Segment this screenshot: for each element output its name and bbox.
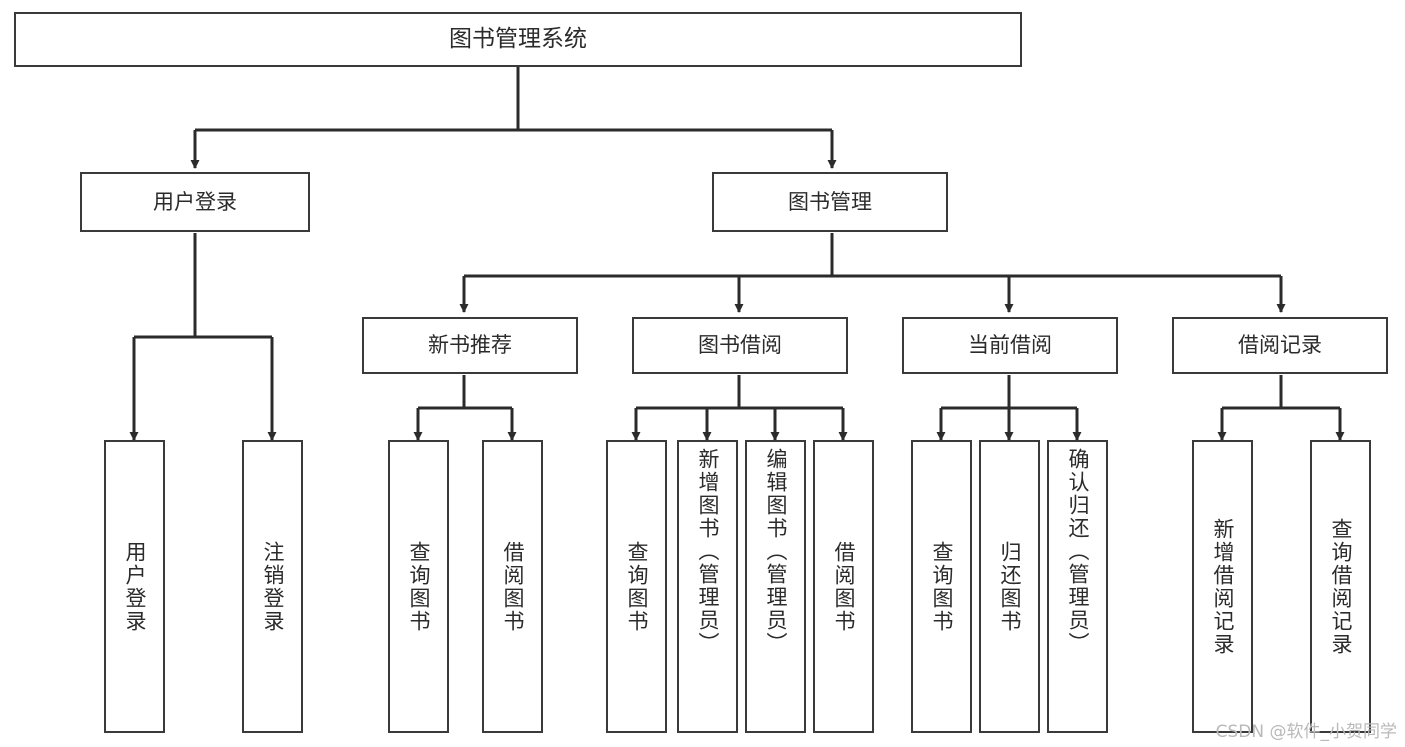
node-leaf-logout-label: 注销登录 bbox=[261, 540, 285, 633]
node-leaf-edit-book[interactable]: 编辑图书（管理员） bbox=[745, 440, 806, 733]
node-leaf-query-book-1[interactable]: 查询图书 bbox=[388, 440, 449, 733]
node-root-system-label: 图书管理系统 bbox=[449, 26, 587, 53]
node-new-book-recommend[interactable]: 新书推荐 bbox=[362, 317, 578, 374]
node-borrow-record[interactable]: 借阅记录 bbox=[1172, 317, 1388, 374]
node-leaf-logout[interactable]: 注销登录 bbox=[242, 440, 303, 733]
node-leaf-query-book-1-label: 查询图书 bbox=[407, 540, 431, 633]
node-leaf-borrow-book-2[interactable]: 借阅图书 bbox=[813, 440, 874, 733]
node-user-login-label: 用户登录 bbox=[153, 189, 237, 214]
node-leaf-user-login[interactable]: 用户登录 bbox=[104, 440, 165, 733]
node-leaf-query-book-3-label: 查询图书 bbox=[930, 540, 954, 633]
csdn-watermark: CSDN @软件_小贺同学 bbox=[1215, 722, 1397, 742]
node-leaf-borrow-book-1[interactable]: 借阅图书 bbox=[482, 440, 543, 733]
node-leaf-query-book-3[interactable]: 查询图书 bbox=[911, 440, 972, 733]
node-leaf-query-record[interactable]: 查询借阅记录 bbox=[1310, 440, 1371, 733]
node-leaf-add-book-label: 新增图书（管理员） bbox=[696, 448, 720, 655]
node-current-borrow-label: 当前借阅 bbox=[968, 333, 1052, 358]
node-leaf-add-record[interactable]: 新增借阅记录 bbox=[1192, 440, 1253, 733]
node-root-system[interactable]: 图书管理系统 bbox=[14, 12, 1022, 67]
node-leaf-query-record-label: 查询借阅记录 bbox=[1329, 517, 1353, 656]
node-current-borrow[interactable]: 当前借阅 bbox=[902, 317, 1118, 374]
node-book-management[interactable]: 图书管理 bbox=[712, 172, 948, 232]
node-leaf-edit-book-label: 编辑图书（管理员） bbox=[764, 448, 788, 655]
node-new-book-recommend-label: 新书推荐 bbox=[428, 333, 512, 358]
node-leaf-return-book-label: 归还图书 bbox=[998, 540, 1022, 633]
node-book-borrow-label: 图书借阅 bbox=[698, 333, 782, 358]
node-leaf-add-record-label: 新增借阅记录 bbox=[1211, 517, 1235, 656]
node-leaf-confirm-return-label: 确认归还（管理员） bbox=[1066, 448, 1090, 655]
node-borrow-record-label: 借阅记录 bbox=[1238, 333, 1322, 358]
node-leaf-query-book-2-label: 查询图书 bbox=[625, 540, 649, 633]
node-user-login[interactable]: 用户登录 bbox=[80, 172, 310, 232]
node-book-borrow[interactable]: 图书借阅 bbox=[632, 317, 848, 374]
node-leaf-borrow-book-1-label: 借阅图书 bbox=[501, 540, 525, 633]
node-leaf-user-login-label: 用户登录 bbox=[123, 540, 147, 633]
node-leaf-borrow-book-2-label: 借阅图书 bbox=[832, 540, 856, 633]
node-leaf-return-book[interactable]: 归还图书 bbox=[979, 440, 1040, 733]
node-book-management-label: 图书管理 bbox=[788, 189, 872, 214]
node-leaf-query-book-2[interactable]: 查询图书 bbox=[606, 440, 667, 733]
node-leaf-add-book[interactable]: 新增图书（管理员） bbox=[677, 440, 738, 733]
node-leaf-confirm-return[interactable]: 确认归还（管理员） bbox=[1047, 440, 1108, 733]
